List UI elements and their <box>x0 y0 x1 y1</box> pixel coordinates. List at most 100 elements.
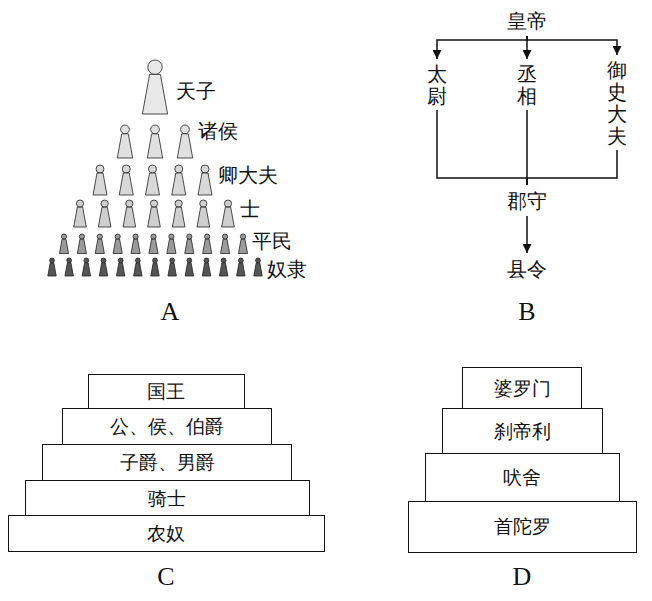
figure-head <box>205 234 210 239</box>
figure-robe <box>77 239 86 253</box>
person-figure <box>113 234 122 254</box>
figure-head <box>101 200 108 207</box>
office-node-vertical: 丞相 <box>514 60 540 110</box>
person-figure <box>77 234 86 254</box>
rank-box: 骑士 <box>25 480 310 517</box>
figure-head <box>200 200 207 207</box>
node-text: 太尉 <box>427 63 447 107</box>
person-figure <box>185 258 193 276</box>
figure-head <box>223 234 228 239</box>
figure-head <box>153 258 158 263</box>
node-text: 婆罗门 <box>494 377 551 400</box>
node-text: 子爵、男爵 <box>120 451 215 474</box>
rank-label: 天子 <box>176 80 216 102</box>
figure-robe <box>149 239 158 253</box>
figure-robe <box>74 207 87 227</box>
figure-robe <box>113 239 122 253</box>
person-figure <box>238 234 247 254</box>
hierarchy-connector <box>526 110 528 185</box>
figure-robe <box>134 263 142 276</box>
person-figure <box>131 234 140 254</box>
figure-robe <box>167 239 176 253</box>
person-figure <box>59 234 68 254</box>
office-node: 郡守 <box>504 186 550 216</box>
figure-robe <box>65 263 73 276</box>
figure-robe <box>99 263 107 276</box>
node-text: 骑士 <box>148 487 186 510</box>
office-node: 皇帝 <box>504 6 550 36</box>
rank-box: 农奴 <box>8 515 325 552</box>
figure-robe <box>151 263 159 276</box>
person-figure <box>142 60 167 114</box>
figure-head <box>181 125 190 134</box>
figure-robe <box>185 239 194 253</box>
panel-letter: D <box>513 563 532 592</box>
rank-box: 子爵、男爵 <box>42 444 292 481</box>
figure-robe <box>146 173 160 195</box>
figure-robe <box>131 239 140 253</box>
hierarchy-connector <box>527 36 617 55</box>
figure-head <box>224 200 231 207</box>
person-figure <box>117 125 132 158</box>
rank-box: 吠舍 <box>425 453 620 502</box>
person-figure <box>98 200 111 227</box>
person-figure <box>197 200 210 227</box>
figure-head <box>97 234 102 239</box>
person-figure <box>148 200 161 227</box>
figure-head <box>175 165 183 173</box>
figure-head <box>187 258 192 263</box>
figure-robe <box>93 173 107 195</box>
figure-robe <box>177 134 192 158</box>
person-figure <box>134 258 142 276</box>
node-text: 御史大夫 <box>607 59 627 147</box>
figure-robe <box>168 263 176 276</box>
figure-robe <box>198 173 212 195</box>
person-figure <box>168 258 176 276</box>
rank-label: 诸侯 <box>198 120 238 142</box>
figure-robe <box>203 239 212 253</box>
person-figure <box>237 258 245 276</box>
figure-robe <box>59 239 68 253</box>
figure-robe <box>197 207 210 227</box>
figure-robe <box>238 239 247 253</box>
node-text: 皇帝 <box>507 9 547 33</box>
figure-head <box>101 258 106 263</box>
figure-robe <box>202 263 210 276</box>
person-figure <box>172 200 185 227</box>
person-figure <box>123 200 136 227</box>
person-figure <box>82 258 90 276</box>
node-text: 丞相 <box>517 63 537 107</box>
hierarchy-connector <box>437 110 527 185</box>
node-text: 吠舍 <box>503 466 541 489</box>
panel-letter: A <box>161 298 180 327</box>
rank-label: 卿大夫 <box>218 164 278 186</box>
figure-robe <box>219 263 227 276</box>
rank-label: 奴隶 <box>267 258 307 280</box>
person-figure <box>202 258 210 276</box>
figure-head <box>148 60 162 74</box>
rank-box: 公、侯、伯爵 <box>62 408 272 446</box>
node-text: 刹帝利 <box>494 420 551 443</box>
person-figure <box>254 258 262 276</box>
panel-letter: B <box>518 298 535 327</box>
figure-head <box>204 258 209 263</box>
hierarchy-connector <box>526 216 528 253</box>
person-figure <box>185 234 194 254</box>
figure-head <box>126 200 133 207</box>
rank-label: 平民 <box>252 230 292 252</box>
node-text: 农奴 <box>147 522 185 545</box>
panel-letter: C <box>157 563 174 592</box>
figure-head <box>238 258 243 263</box>
person-figure <box>221 234 230 254</box>
person-figure <box>219 258 227 276</box>
figure-robe <box>116 263 124 276</box>
figure-head <box>76 200 83 207</box>
hierarchy-connector <box>437 36 527 59</box>
figure-robe <box>117 134 132 158</box>
figure-robe <box>48 263 56 276</box>
figure-head <box>187 234 192 239</box>
figure-robe <box>82 263 90 276</box>
figure-robe <box>98 207 111 227</box>
figure-robe <box>221 239 230 253</box>
rank-box: 婆罗门 <box>462 367 582 409</box>
